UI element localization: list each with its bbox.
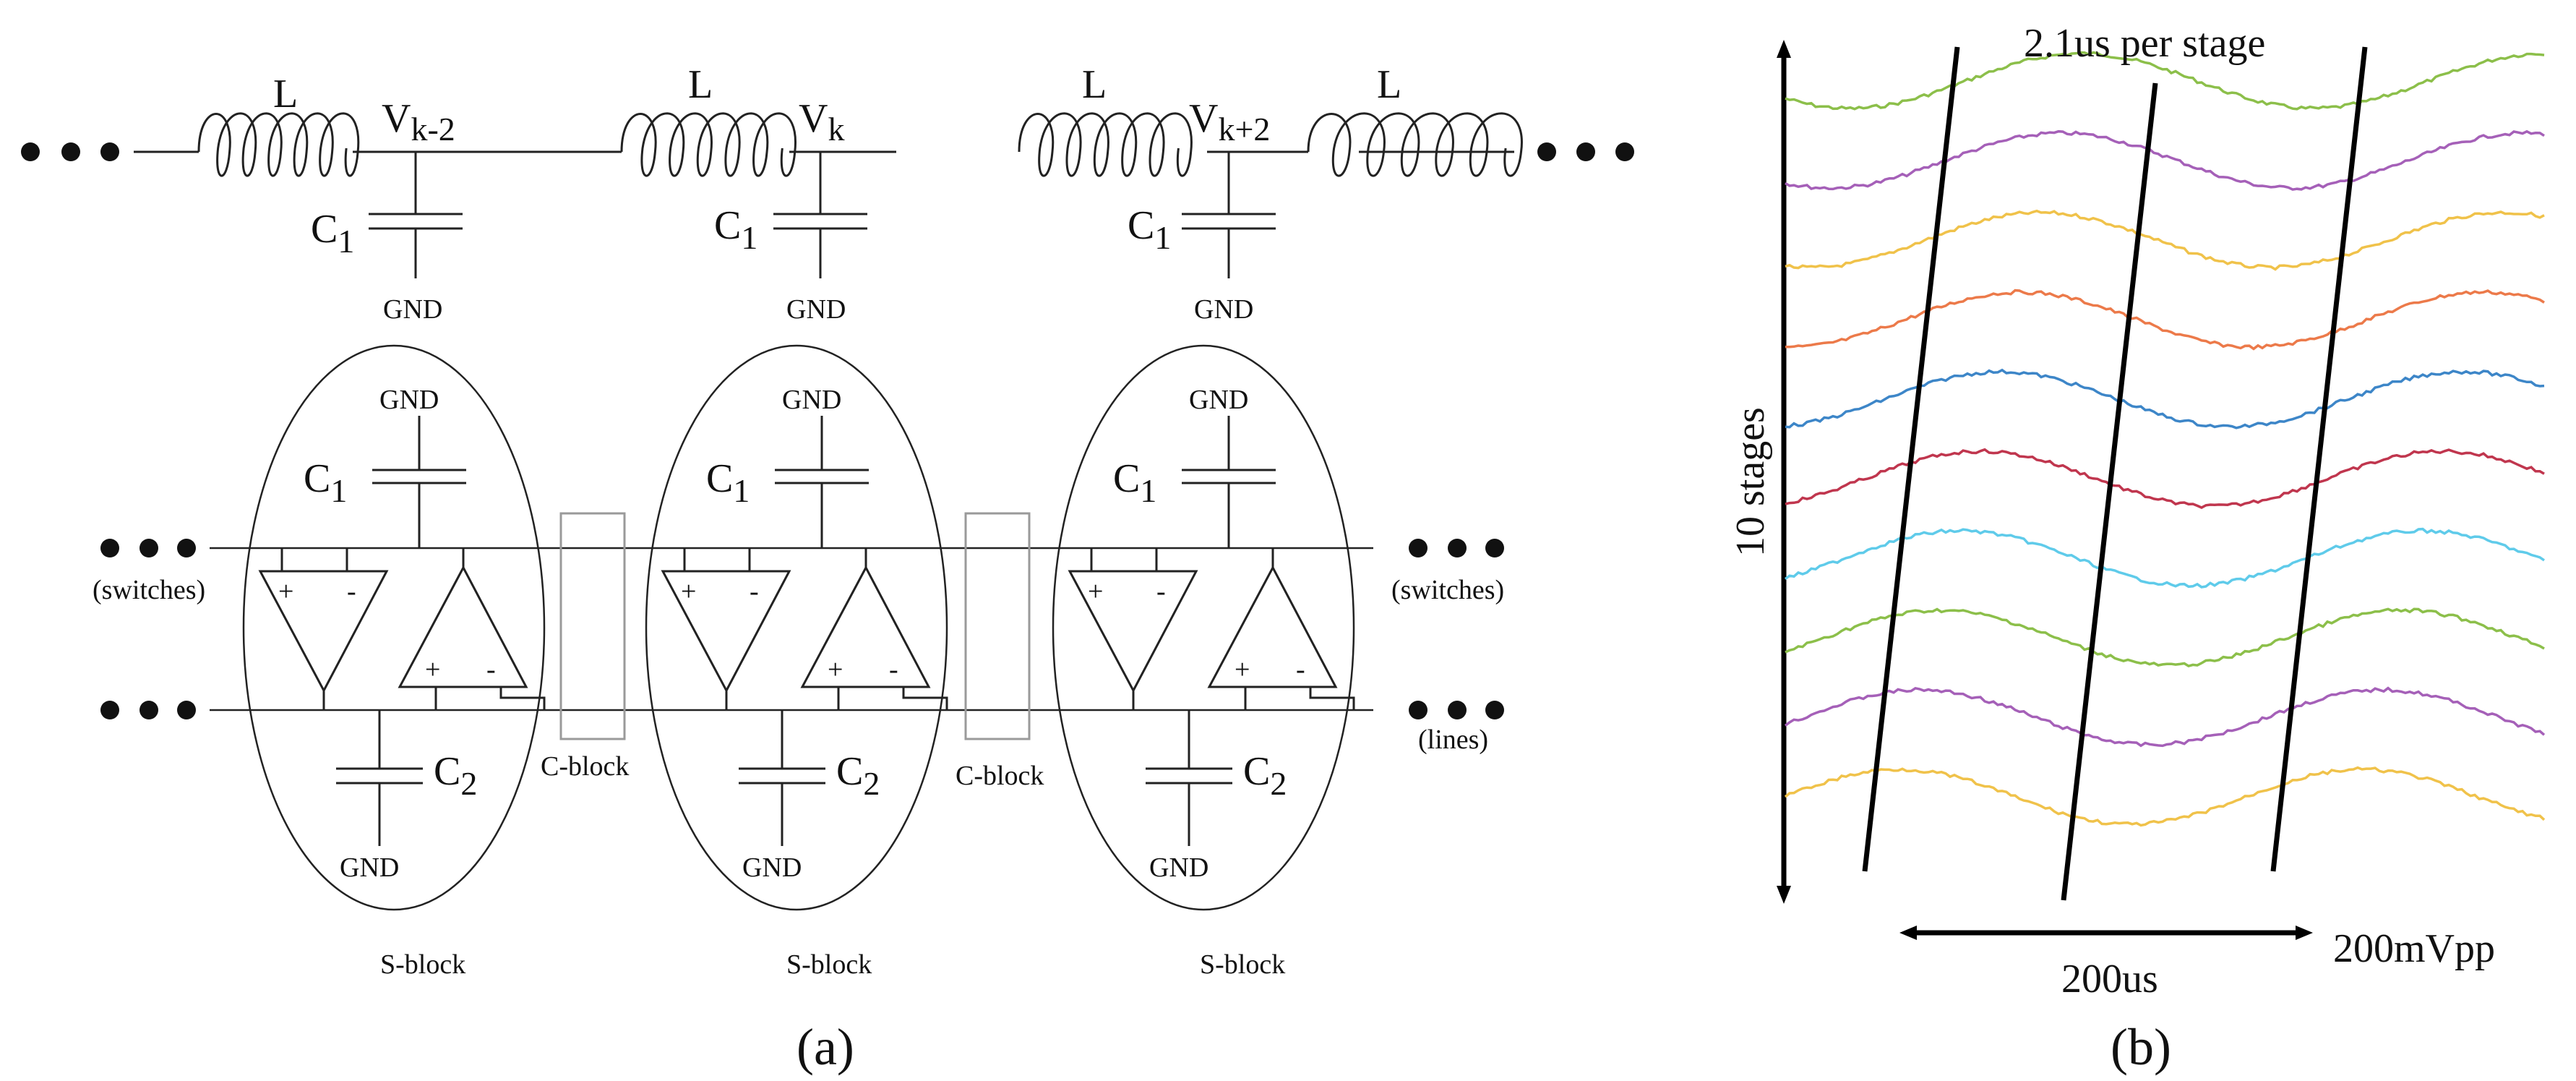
switches-label: (switches) [93, 575, 205, 605]
op-amp-up [1207, 565, 1338, 688]
inductor-coil [620, 112, 797, 177]
inductor-coil [1018, 112, 1193, 177]
s-block-label: S-block [380, 949, 465, 980]
top-annotation: 2.1us per stage [2024, 21, 2265, 66]
op-amp-down [1068, 570, 1198, 693]
ground-label: GND [1149, 853, 1208, 883]
s-block-ellipse [1052, 344, 1355, 911]
inductor-coil [197, 112, 360, 177]
s-block-label: S-block [1200, 949, 1285, 980]
phase-line [2061, 82, 2158, 901]
op-amp-down [661, 570, 791, 693]
shunt-capacitors-top [369, 152, 1276, 278]
s-block-ellipse [242, 344, 546, 911]
minus-sign: - [750, 576, 759, 607]
ground-label: GND [340, 853, 399, 883]
node-label-vk+2: Vk+2 [1189, 96, 1270, 148]
phase-line [1862, 46, 1960, 872]
switches-label: (switches) [1391, 575, 1504, 605]
waveform-trace [1785, 51, 2545, 111]
ellipsis-top-left [21, 142, 119, 161]
capacitor-c1-label: C1 [714, 203, 757, 256]
capacitor-c2-label: C2 [836, 749, 880, 802]
waveform-trace [1785, 289, 2545, 351]
ellipsis-switches-left [100, 539, 196, 557]
waveform-trace [1784, 766, 2546, 827]
ellipsis-lines-left [100, 701, 196, 719]
ground-label: GND [782, 385, 841, 415]
c-block-box [964, 512, 1031, 740]
op-amp-down [258, 570, 389, 693]
waveform-trace [1784, 527, 2545, 589]
op-amp-up [800, 565, 931, 688]
waveform-trace [1784, 686, 2546, 748]
op-amp-up [398, 565, 528, 688]
waveform-trace [1785, 209, 2545, 271]
plus-sign: + [278, 576, 293, 607]
inductor-label: L [688, 62, 713, 107]
node-label-vk-2: Vk-2 [382, 96, 455, 148]
ellipsis-lines-right [1409, 701, 1504, 719]
s-block-ellipse [645, 344, 948, 911]
inductor-label: L [273, 72, 298, 116]
inductor-coil [1307, 112, 1523, 177]
ellipsis-top-right [1537, 142, 1634, 161]
s-block-label: S-block [786, 949, 872, 980]
node-label-vk: Vk [799, 96, 844, 148]
time-annotation: 200us [2061, 957, 2158, 1001]
minus-sign: - [486, 654, 496, 685]
lines-label: (lines) [1418, 725, 1488, 755]
stages-annotation: 10 stages [1728, 407, 1773, 557]
s-block-internals: GNDC1GNDC2+-+-GNDC1GNDC2+-+-GNDC1GNDC2+-… [258, 385, 1355, 883]
ground-label: GND [742, 853, 802, 883]
inductor-coils [197, 112, 1523, 177]
ellipsis-switches-right [1409, 539, 1504, 557]
panel-a-circuit: L L L L Vk-2 Vk Vk+2 C1 C1 C1 GND GND GN… [21, 62, 1634, 1076]
c-block-box [559, 512, 626, 740]
c-block-label: C-block [956, 761, 1044, 791]
waveform-trace [1785, 607, 2545, 667]
plus-sign: + [828, 654, 843, 685]
panel-b-caption: (b) [2111, 1018, 2171, 1076]
capacitor-c2-label: C2 [434, 749, 477, 802]
inductor-label: L [1082, 62, 1107, 107]
c-block-label: C-block [541, 751, 629, 782]
capacitor-c1-label: C1 [1113, 456, 1156, 509]
ground-label: GND [786, 294, 846, 325]
minus-sign: - [1156, 576, 1166, 607]
panel-b-waveforms: 10 stages 2.1us per stage 200us 200mVpp … [1728, 21, 2546, 1076]
capacitor-c1-label: C1 [706, 456, 750, 509]
ground-label: GND [379, 385, 439, 415]
phase-line [2270, 46, 2368, 872]
minus-sign: - [889, 654, 898, 685]
plus-sign: + [425, 654, 440, 685]
minus-sign: - [1296, 654, 1305, 685]
waveform-traces [1784, 51, 2546, 827]
ground-label: GND [383, 294, 442, 325]
waveform-trace [1785, 448, 2545, 509]
capacitor-c1-label: C1 [304, 456, 347, 509]
capacitor-c1-label: C1 [1128, 203, 1171, 256]
capacitor-c2-label: C2 [1243, 749, 1287, 802]
ground-label: GND [1194, 294, 1253, 325]
plus-sign: + [1088, 576, 1103, 607]
inductor-label: L [1377, 62, 1401, 107]
capacitor-c1-label: C1 [311, 207, 354, 260]
plus-sign: + [1235, 654, 1250, 685]
amplitude-annotation: 200mVpp [2333, 926, 2495, 971]
panel-a-caption: (a) [797, 1018, 854, 1076]
waveform-trace [1785, 368, 2545, 430]
minus-sign: - [347, 576, 356, 607]
waveform-trace [1785, 129, 2545, 191]
plus-sign: + [681, 576, 696, 607]
ground-label: GND [1189, 385, 1248, 415]
